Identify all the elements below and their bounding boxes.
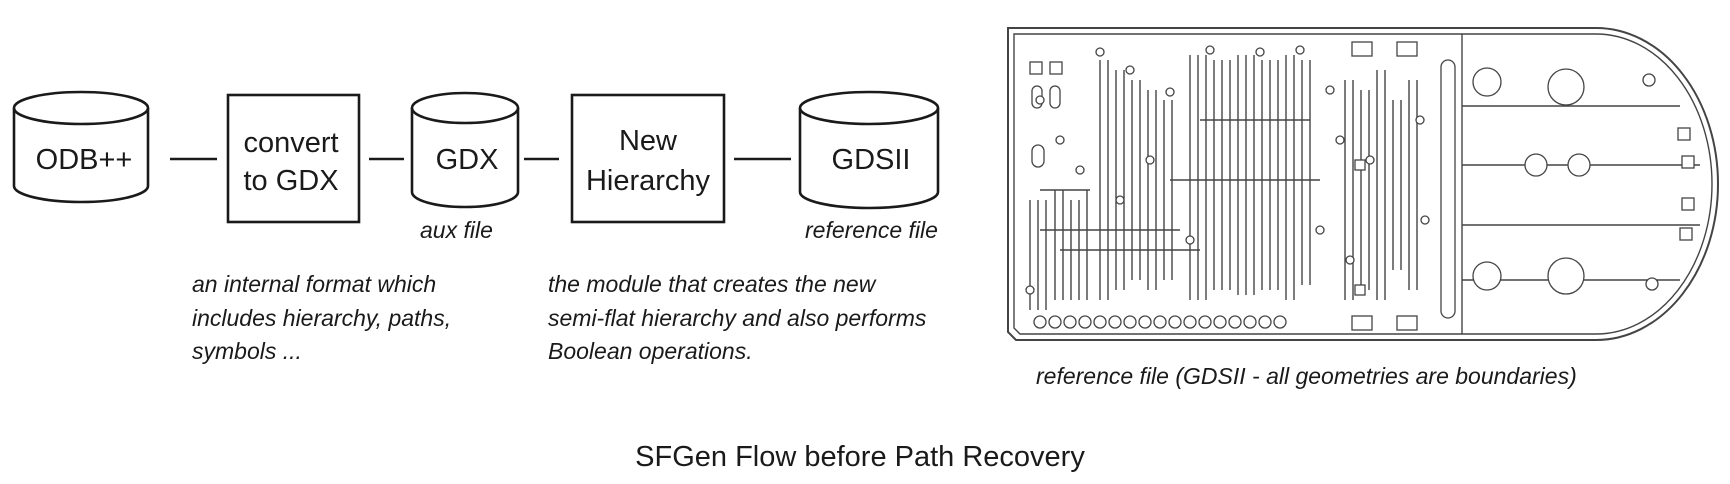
odb-cylinder: ODB++ xyxy=(12,90,150,204)
pcb-layout-image xyxy=(1007,27,1719,341)
pcb-caption: reference file (GDSII - all geometries a… xyxy=(1036,363,1577,389)
hierarchy-label-line2: Hierarchy xyxy=(586,165,711,197)
gdsii-label: GDSII xyxy=(832,144,911,176)
hierarchy-note-line2: semi-flat hierarchy and also performs xyxy=(548,305,927,331)
hierarchy-note: the module that creates the new semi-fla… xyxy=(548,271,927,364)
pcb-traces xyxy=(1029,55,1418,310)
pcb-vias xyxy=(1025,45,1430,296)
convert-box: convert to GDX xyxy=(226,93,361,224)
gdx-note-line2: includes hierarchy, paths, xyxy=(192,305,451,331)
new-hierarchy-box: New Hierarchy xyxy=(570,93,726,224)
hierarchy-label-line1: New xyxy=(619,125,678,157)
hierarchy-note-line1: the module that creates the new xyxy=(548,271,877,297)
gdx-note-line1: an internal format which xyxy=(192,271,436,297)
pcb-pins xyxy=(1033,315,1287,329)
gdx-note-line3: symbols ... xyxy=(192,338,302,364)
gdx-cylinder: GDX xyxy=(410,91,520,209)
gdx-label: GDX xyxy=(436,144,499,176)
convert-label-line2: to GDX xyxy=(243,165,338,197)
figure-title: SFGen Flow before Path Recovery xyxy=(635,441,1085,473)
odb-label: ODB++ xyxy=(36,144,133,176)
aux-file-caption: aux file xyxy=(420,217,493,243)
hierarchy-note-line3: Boolean operations. xyxy=(548,338,753,364)
gdx-note: an internal format which includes hierar… xyxy=(192,271,451,364)
gdsii-cylinder: GDSII xyxy=(798,90,940,210)
reference-file-caption: reference file xyxy=(805,217,938,243)
convert-label-line1: convert xyxy=(243,127,338,159)
